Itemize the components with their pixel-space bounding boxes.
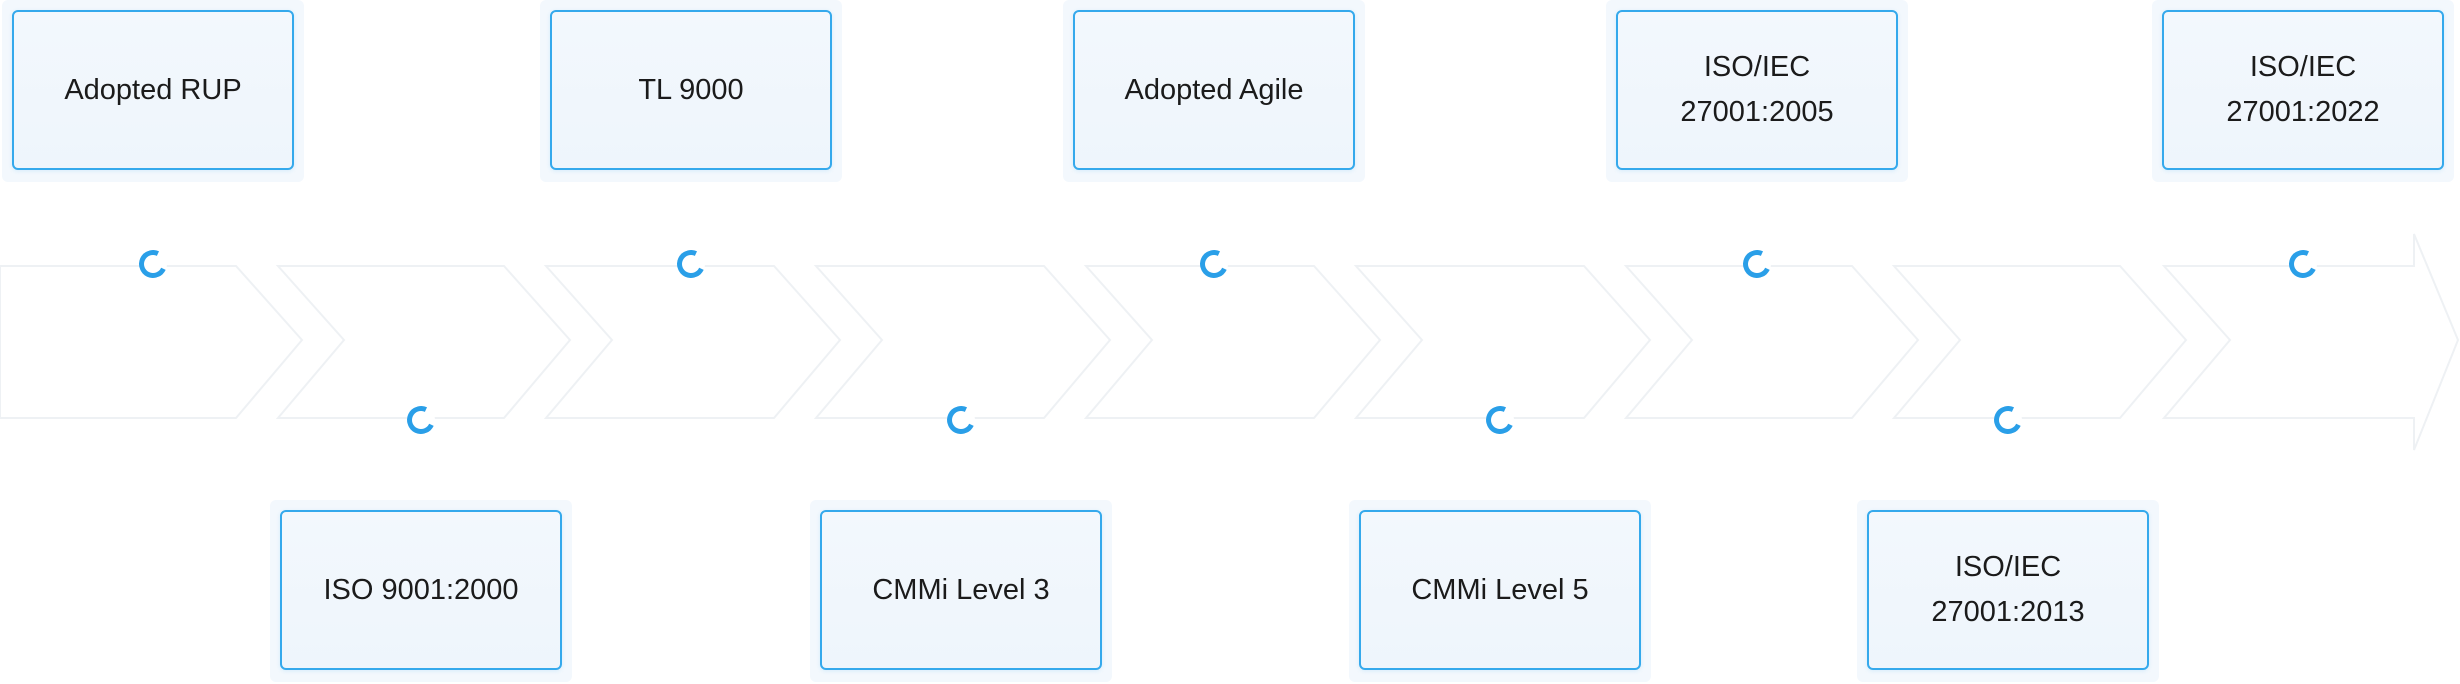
milestone-label: ISO/IEC 27001:2005 [1680, 51, 1834, 128]
milestone-label: ISO/IEC 27001:2022 [2226, 51, 2380, 128]
milestone-box: CMMi Level 3 [820, 510, 1102, 670]
timeline-arrow-head [2161, 233, 2460, 451]
timeline-chevron [813, 265, 1112, 419]
timeline-chevron [275, 265, 572, 419]
milestone-label: Adopted Agile [1124, 73, 1304, 106]
milestone-card: CMMi Level 5 [1349, 500, 1651, 682]
milestone-card: CMMi Level 3 [810, 500, 1112, 682]
milestone-label: ISO 9001:2000 [323, 573, 519, 606]
milestone-card: ISO 9001:2000 [270, 500, 572, 682]
timeline-chevron [1083, 265, 1382, 419]
milestone-box: Adopted Agile [1073, 10, 1355, 170]
milestone-card: ISO/IEC 27001:2005 [1606, 0, 1908, 182]
milestone-card: Adopted Agile [1063, 0, 1365, 182]
milestone-box: Adopted RUP [12, 10, 294, 170]
timeline-chevron [543, 265, 842, 419]
milestone-label: CMMi Level 3 [872, 573, 1050, 606]
milestone-box: ISO/IEC 27001:2013 [1867, 510, 2149, 670]
milestone-label: Adopted RUP [64, 73, 242, 106]
milestone-card: ISO/IEC 27001:2022 [2152, 0, 2454, 182]
milestone-label: ISO/IEC 27001:2013 [1931, 551, 2085, 628]
milestone-box: ISO 9001:2000 [280, 510, 562, 670]
milestone-box: ISO/IEC 27001:2022 [2162, 10, 2444, 170]
milestone-box: ISO/IEC 27001:2005 [1616, 10, 1898, 170]
milestone-label: TL 9000 [638, 73, 744, 106]
milestone-card: Adopted RUP [2, 0, 304, 182]
milestone-label: CMMi Level 5 [1411, 573, 1589, 606]
timeline-chevron [1623, 265, 1920, 419]
milestone-box: TL 9000 [550, 10, 832, 170]
milestone-card: TL 9000 [540, 0, 842, 182]
milestone-box: CMMi Level 5 [1359, 510, 1641, 670]
timeline-chevron [0, 265, 304, 419]
timeline-chevron [1891, 265, 2188, 419]
milestone-card: ISO/IEC 27001:2013 [1857, 500, 2159, 682]
timeline-chevron [1353, 265, 1652, 419]
